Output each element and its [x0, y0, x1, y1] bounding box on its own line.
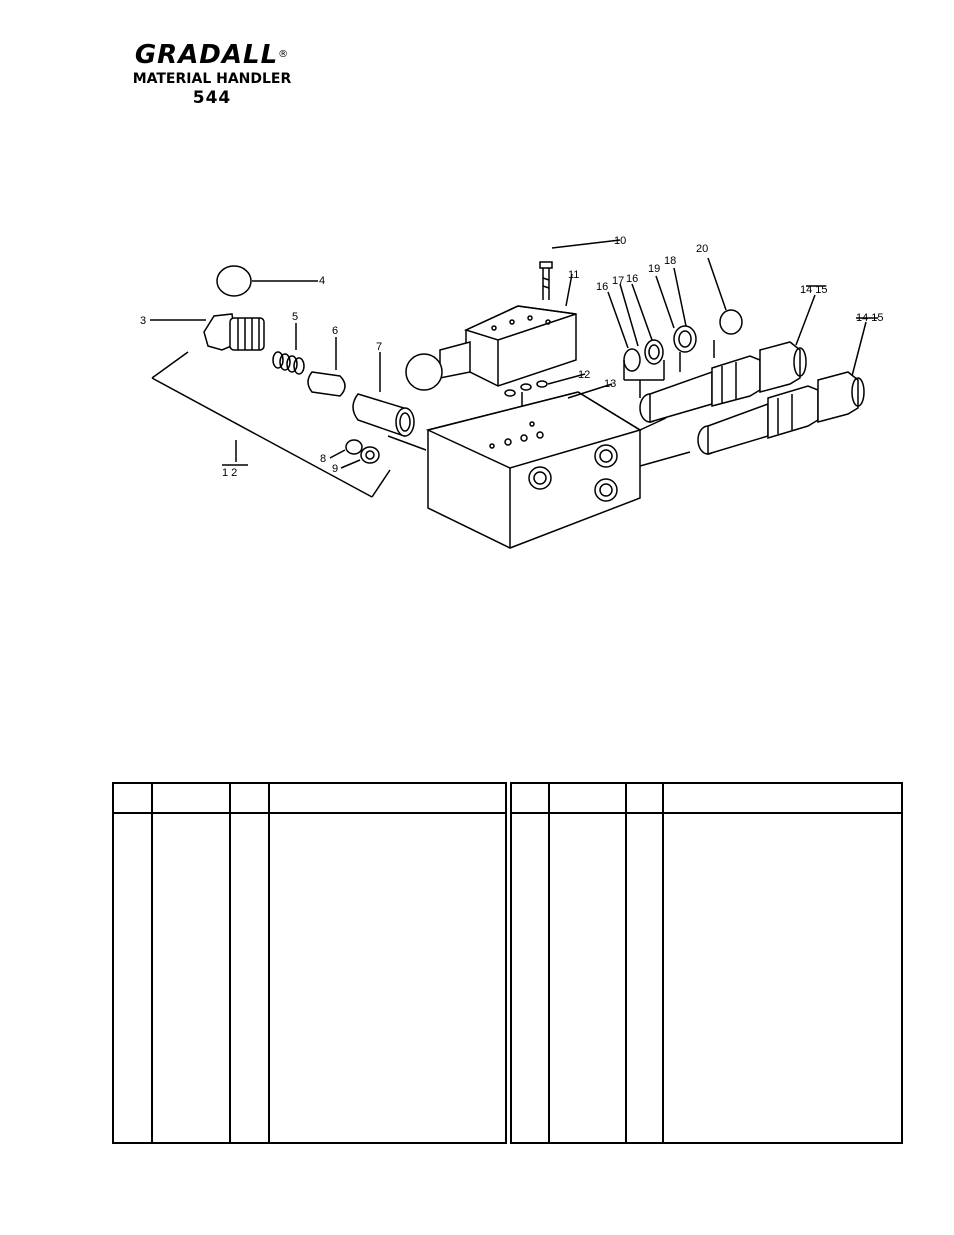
model-number: 544 [192, 88, 232, 108]
part-4-oring [216, 265, 252, 297]
kit-1-2-bracket [151, 351, 391, 498]
part-12-orings [504, 380, 548, 397]
part-14-15-cartridge-lower [697, 371, 865, 456]
part-13-manifold [425, 391, 642, 549]
parts-table-right [510, 782, 903, 1144]
callout-7: 7 [376, 341, 382, 353]
part-6-poppet [307, 371, 346, 397]
callout-14-15-lower: 14 15 [856, 312, 884, 324]
part-14-15-cartridge-upper [639, 341, 807, 423]
callout-12: 12 [578, 369, 590, 381]
part-10-bolt [539, 261, 553, 300]
callout-20: 20 [696, 243, 708, 255]
exploded-parts-diagram: 1 2 3 4 5 6 7 8 9 10 11 12 13 14 15 14 1… [140, 235, 884, 549]
parts-table-column-rule [151, 784, 153, 1142]
callout-18: 18 [664, 255, 676, 267]
callout-10: 10 [614, 235, 626, 247]
callout-8: 8 [320, 453, 326, 465]
parts-table-column-rule [268, 784, 270, 1142]
callout-16-right: 16 [626, 273, 638, 285]
parts-table-left [112, 782, 507, 1144]
callout-11: 11 [568, 269, 579, 281]
callout-13: 13 [604, 378, 616, 390]
parts-table-column-rule [662, 784, 664, 1142]
callout-1-2: 1 2 [222, 467, 237, 479]
part-3-plug [203, 313, 265, 351]
part-11-valve-body [405, 305, 577, 391]
callout-3: 3 [140, 315, 146, 327]
part-9-seat [360, 446, 380, 464]
callout-16-left: 16 [596, 281, 608, 293]
brand-logo: GRADALL® [134, 40, 290, 70]
brand-header: GRADALL® MATERIAL HANDLER 544 [112, 40, 312, 108]
callout-6: 6 [332, 325, 338, 337]
part-7-sleeve [352, 393, 415, 438]
part-5-spring [272, 351, 305, 375]
parts-table-column-rule [548, 784, 550, 1142]
parts-table-header-rule [114, 812, 505, 814]
callout-9: 9 [332, 463, 338, 475]
parts-table-header-rule [512, 812, 901, 814]
part-8-ball [345, 439, 363, 455]
parts-16-19-seals [623, 325, 697, 372]
callout-14-15-upper: 14 15 [800, 284, 828, 296]
callout-4: 4 [319, 275, 325, 287]
callout-17: 17 [612, 275, 624, 287]
callout-19: 19 [648, 263, 660, 275]
callout-5: 5 [292, 311, 298, 323]
parts-table-column-rule [229, 784, 231, 1142]
parts-table-column-rule [625, 784, 627, 1142]
brand-subtitle: MATERIAL HANDLER [132, 71, 292, 87]
part-20-oring [719, 309, 743, 335]
